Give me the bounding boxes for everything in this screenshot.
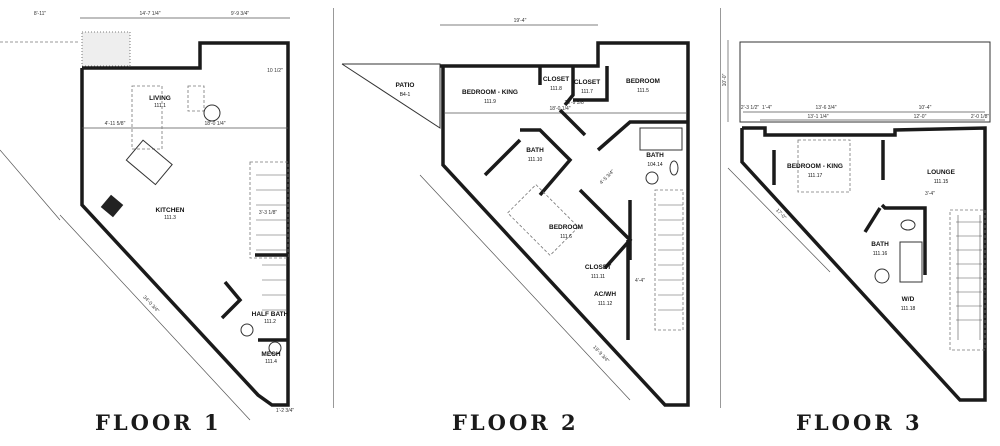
dimension-label: 10'-4" bbox=[919, 105, 932, 111]
room-label: BEDROOM bbox=[626, 78, 660, 85]
divider bbox=[333, 8, 334, 408]
room-number: 104.14 bbox=[647, 162, 663, 168]
room-number: 111.16 bbox=[873, 251, 888, 257]
room-label: CLOSET bbox=[585, 264, 611, 271]
room-number: 111.9 bbox=[484, 99, 496, 105]
dimension-label: 13'-1 1/4" bbox=[807, 114, 828, 120]
divider bbox=[720, 8, 721, 408]
room-number: 111.10 bbox=[528, 157, 543, 163]
room-label: CLOSET bbox=[543, 76, 569, 83]
room-label: BATH bbox=[646, 152, 664, 159]
dimension-label: 18'-0 1/4" bbox=[549, 106, 570, 112]
room-label: BEDROOM - KING bbox=[462, 89, 518, 96]
room-number: B4-1 bbox=[400, 92, 411, 98]
dimension-label: 2'-3 1/2" bbox=[741, 105, 760, 111]
dimension-label: 18'-0 1/4" bbox=[204, 121, 225, 127]
dimension-label: 13'-6 3/4" bbox=[815, 105, 836, 111]
floor-1-title: FLOOR 1 bbox=[95, 410, 222, 435]
room-label: BATH bbox=[526, 147, 544, 154]
dimension-label: 3'-4" bbox=[925, 191, 935, 197]
room-label: BEDROOM bbox=[549, 224, 583, 231]
floor-1-plan: 14'-7 1/4" 9'-9 3/4" 8'-11" 4'-11 5/8" 1… bbox=[0, 11, 295, 421]
room-number: 111.12 bbox=[598, 301, 613, 307]
room-label: LIVING bbox=[149, 95, 171, 102]
porch-slab bbox=[81, 31, 131, 67]
dimension-label: 8'-11" bbox=[34, 11, 47, 17]
room-number: 111.2 bbox=[264, 319, 276, 325]
dimension-label: 9'-9 3/4" bbox=[231, 11, 250, 17]
floor-2-title: FLOOR 2 bbox=[452, 410, 579, 435]
room-number: 111.5 bbox=[637, 88, 649, 94]
room-label: AC/WH bbox=[594, 291, 616, 298]
dimension-label: 4'-4" bbox=[635, 278, 645, 284]
room-label: CLOSET bbox=[574, 79, 600, 86]
dimension-label: 14'-7 1/4" bbox=[139, 11, 160, 17]
dimension-label: 4'-11 5/8" bbox=[105, 121, 126, 127]
dimension-label: 4'-5 3/4" bbox=[599, 169, 616, 186]
dimension-label: 10'-0" bbox=[722, 73, 728, 86]
room-label: KITCHEN bbox=[156, 207, 185, 214]
room-number: 111.3 bbox=[164, 215, 176, 221]
room-number: 111.7 bbox=[581, 89, 593, 95]
dimension-label: 2'-0 1/8" bbox=[971, 114, 990, 120]
dimension-label: 1'-2 3/4" bbox=[276, 408, 295, 414]
floor-3-plan: 10'-0" 13'-6 3/4" 10'-4" 13'-1 1/4" 12'-… bbox=[722, 40, 991, 402]
room-label: LOUNGE bbox=[927, 169, 955, 176]
room-number: 111.15 bbox=[934, 179, 949, 185]
room-number: 111.8 bbox=[550, 86, 562, 92]
dimension-label: 34'-0 3/4" bbox=[141, 295, 160, 315]
room-label: PATIO bbox=[396, 82, 415, 89]
dimension-label: 12'-0" bbox=[914, 114, 927, 120]
room-number: 111.11 bbox=[591, 274, 605, 280]
room-label: HALF BATH bbox=[252, 311, 289, 318]
room-label: BATH bbox=[871, 241, 889, 248]
room-number: 111.17 bbox=[808, 173, 823, 179]
dimension-label: 19'-4" bbox=[514, 18, 527, 24]
dimension-label: 10 1/2" bbox=[267, 68, 283, 74]
room-number: 111.4 bbox=[265, 359, 277, 365]
floor-2-plan: 19'-4" 18'-0 1/4" 29'-9 5/8" 4'-4" 4'-5 … bbox=[341, 18, 690, 407]
room-label: MECH bbox=[261, 351, 280, 358]
floor-3-title: FLOOR 3 bbox=[796, 410, 923, 435]
room-number: 111.1 bbox=[154, 103, 166, 109]
room-label: W/D bbox=[902, 296, 915, 303]
dimension-label: 29'-9 5/8" bbox=[564, 100, 585, 106]
dimension-label: 1'-4" bbox=[762, 105, 772, 111]
room-label: BEDROOM - KING bbox=[787, 163, 843, 170]
dimension-label: 3'-3 1/8" bbox=[259, 210, 278, 216]
room-number: 111.6 bbox=[560, 234, 572, 240]
room-number: 111.18 bbox=[901, 306, 916, 312]
